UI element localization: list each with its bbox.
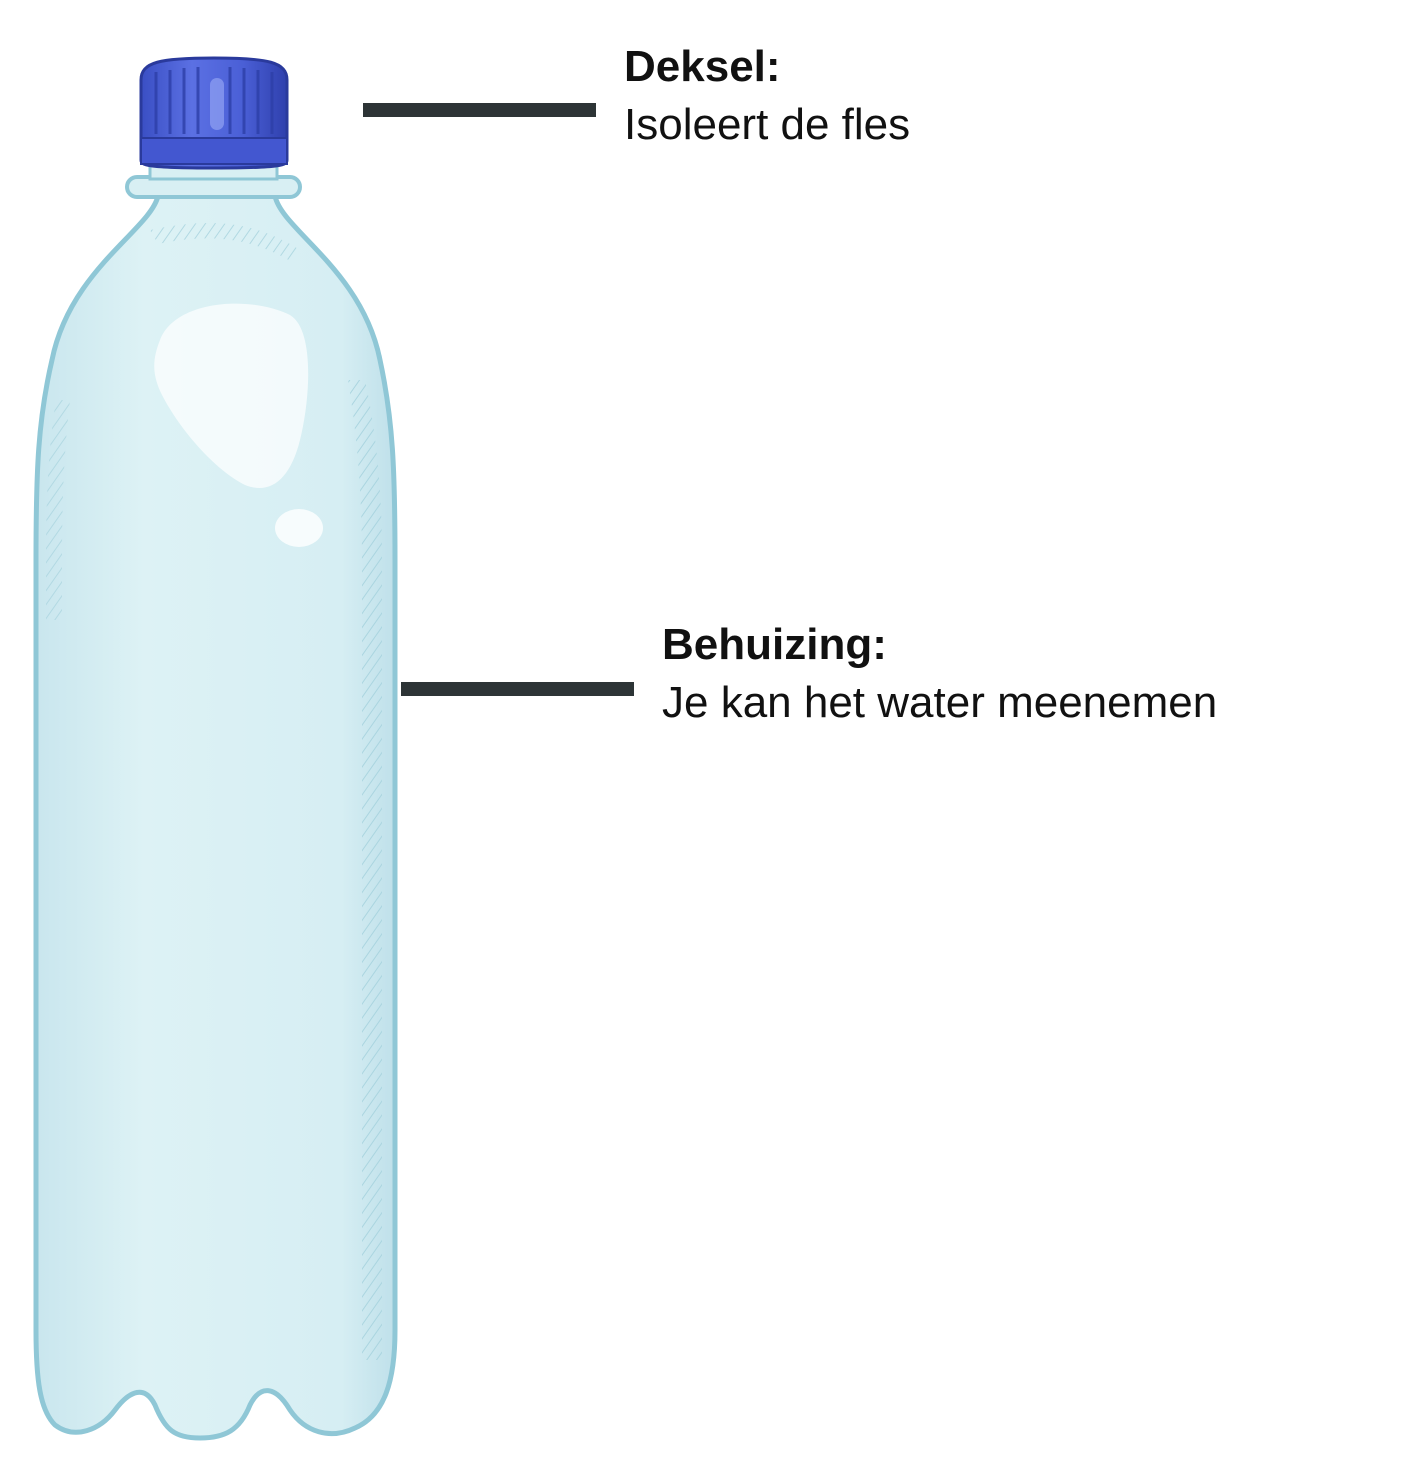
cap-leader-line xyxy=(363,103,596,117)
bottle-cap xyxy=(139,56,289,170)
cap-annotation: Deksel: Isoleert de fles xyxy=(624,38,910,154)
body-annotation: Behuizing: Je kan het water meenemen xyxy=(662,616,1217,732)
water-bottle-illustration xyxy=(33,56,398,1441)
body-leader-line xyxy=(401,682,634,696)
bottle-body xyxy=(33,193,398,1441)
body-annotation-title: Behuizing: xyxy=(662,620,887,669)
body-annotation-description: Je kan het water meenemen xyxy=(662,678,1218,727)
bottle-highlight xyxy=(154,303,309,488)
cap-annotation-title: Deksel: xyxy=(624,42,781,91)
cap-annotation-description: Isoleert de fles xyxy=(624,100,911,149)
